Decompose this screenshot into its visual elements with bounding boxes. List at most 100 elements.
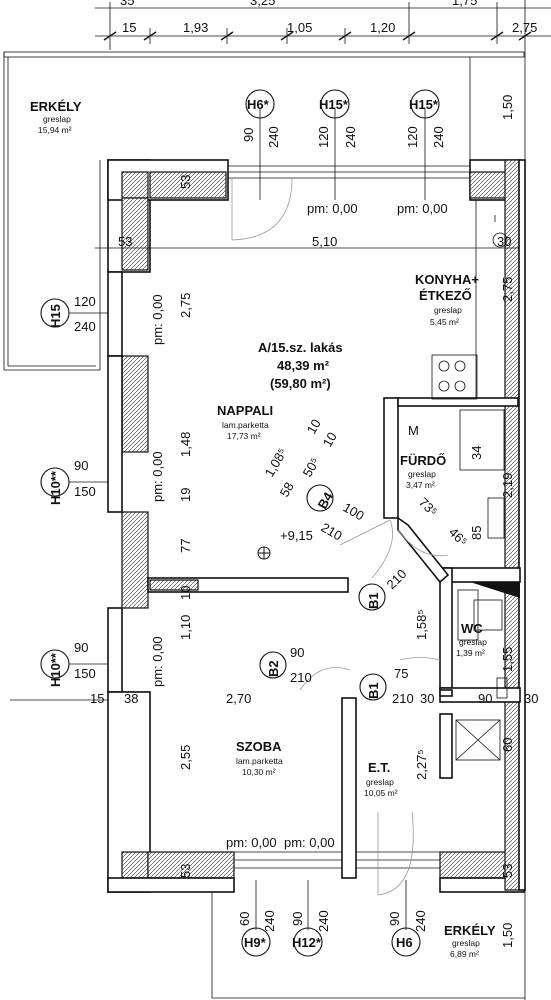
fixture-circle <box>492 232 508 248</box>
bottom-balcony-outline <box>211 893 525 999</box>
dim-90a: 90 <box>290 645 304 660</box>
erkely-top-area: 15,94 m² <box>38 125 72 135</box>
door-swings <box>299 519 449 896</box>
dim-465: 46⁵ <box>446 525 471 550</box>
dim-53b: 53 <box>118 234 132 249</box>
konyha-name-2: ÉTKEZŐ <box>419 288 472 303</box>
dim-100: 100 <box>341 500 367 524</box>
dim-110: 1,10 <box>178 615 193 640</box>
level-marker-cross <box>258 547 270 559</box>
win-dim-bottom-1: 60 <box>237 912 252 926</box>
dim-30c: 30 <box>524 691 538 706</box>
win-dim-top-1: 90 <box>241 128 256 142</box>
door-tag-b1-b: B1 <box>366 682 381 699</box>
tag-h9-bottom: H9* <box>244 935 267 950</box>
level-5: pm: 0,00 <box>150 636 165 687</box>
szoba-name: SZOBA <box>236 739 282 754</box>
win-dim-left-6: 150 <box>74 666 96 681</box>
dim-155: 1,55 <box>500 647 515 672</box>
furdo-material: greslap <box>408 469 436 479</box>
level-4: pm: 0,00 <box>150 451 165 502</box>
top-balcony-edge <box>3 51 525 58</box>
win-dim-left-3: 90 <box>74 458 88 473</box>
door-tag-b4: B4 <box>315 489 337 512</box>
konyha-area: 5,45 m² <box>430 317 459 327</box>
dim-85: 85 <box>469 526 484 540</box>
top-dim-120: 1,20 <box>370 20 395 35</box>
win-dim-top-4: 240 <box>343 126 358 148</box>
top-dim-105: 1,05 <box>287 20 312 35</box>
dim-210d: 210 <box>290 670 312 685</box>
dim-10a: 10 <box>178 586 193 600</box>
win-dim-left-1: 120 <box>74 294 96 309</box>
win-dim-left-4: 150 <box>74 484 96 499</box>
dim-75: 75 <box>394 666 408 681</box>
furdo-name: FÜRDŐ <box>400 453 446 468</box>
win-dim-bottom-3: 90 <box>290 912 305 926</box>
erkely-bottom-material: greslap <box>452 938 480 948</box>
wc-material: greslap <box>459 637 487 647</box>
konyha-name-1: KONYHA+ <box>415 272 479 287</box>
dim-219: 2,19 <box>500 473 515 498</box>
dim-30b: 30 <box>420 691 434 706</box>
top-dim-15: 15 <box>122 20 136 35</box>
erkely-top-material: greslap <box>43 114 71 124</box>
dim-210c: 210 <box>392 691 414 706</box>
tag-h12-bottom: H12* <box>292 935 322 950</box>
dim-10b: 10 <box>304 416 324 436</box>
top-dim-325: 3,25 <box>250 0 275 8</box>
apartment-name: A/15.sz. lakás <box>258 340 343 355</box>
dim-10c: 10 <box>320 429 340 449</box>
win-dim-top-5: 120 <box>405 126 420 148</box>
top-balcony-outline <box>3 52 101 371</box>
dim-60: 60 <box>500 738 515 752</box>
furdo-area: 3,47 m² <box>406 480 435 490</box>
dim-255: 2,55 <box>178 745 193 770</box>
nappali-name: NAPPALI <box>217 403 273 418</box>
tag-h10-left-a: H10** <box>48 470 63 505</box>
top-dim-193: 1,93 <box>183 20 208 35</box>
et-area: 10,05 m² <box>364 788 398 798</box>
dim-53d: 53 <box>500 864 515 878</box>
tag-h15-top-b: H15* <box>409 97 439 112</box>
tag-h10-left-b: H10** <box>48 652 63 687</box>
apartment-area-gross: (59,80 m²) <box>270 376 331 391</box>
win-dim-top-3: 120 <box>316 126 331 148</box>
dim-150b: 1,50 <box>500 923 515 948</box>
dim-53a: 53 <box>178 175 193 189</box>
dim-108: 1,08⁵ <box>262 445 290 479</box>
dim-58: 58 <box>277 479 297 499</box>
erkely-bottom-area: 6,89 m² <box>450 949 479 959</box>
szoba-area: 10,30 m² <box>242 767 276 777</box>
level-7: pm: 0,00 <box>284 835 335 850</box>
level-6: pm: 0,00 <box>226 835 277 850</box>
dim-510: 5,10 <box>312 234 337 249</box>
tag-lines-top <box>255 108 426 930</box>
dim-227: 2,27⁵ <box>414 749 429 780</box>
konyha-material: greslap <box>434 305 462 315</box>
nappali-material: lam.parketta <box>222 420 269 430</box>
dim-m: M <box>408 423 419 438</box>
wc-name: WC <box>461 621 483 636</box>
tag-h6-top: H6* <box>247 97 270 112</box>
win-dim-left-5: 90 <box>74 640 88 655</box>
balcony-door-swing <box>231 177 293 241</box>
erkely-top-name: ERKÉLY <box>30 99 82 114</box>
win-dim-bottom-5: 90 <box>387 912 402 926</box>
wc-area: 1,39 m² <box>456 648 485 658</box>
dim-210a: 210 <box>319 520 345 544</box>
door-tag-b1-a: B1 <box>366 592 381 609</box>
nappali-area: 17,73 m² <box>227 431 261 441</box>
erkely-bottom-name: ERKÉLY <box>444 923 496 938</box>
dim-90b: 90 <box>478 691 492 706</box>
furniture-lines <box>431 200 508 761</box>
stair-marker <box>470 582 520 598</box>
win-dim-top-6: 240 <box>431 126 446 148</box>
dim-735: 73⁵ <box>416 495 441 520</box>
dim-275v: 2,75 <box>178 293 193 318</box>
dim-38: 38 <box>124 691 138 706</box>
win-dim-bottom-2: 240 <box>262 910 277 932</box>
dim-77: 77 <box>178 539 193 553</box>
tag-h6-bottom: H6 <box>396 935 413 950</box>
dim-30: 30 <box>497 234 511 249</box>
